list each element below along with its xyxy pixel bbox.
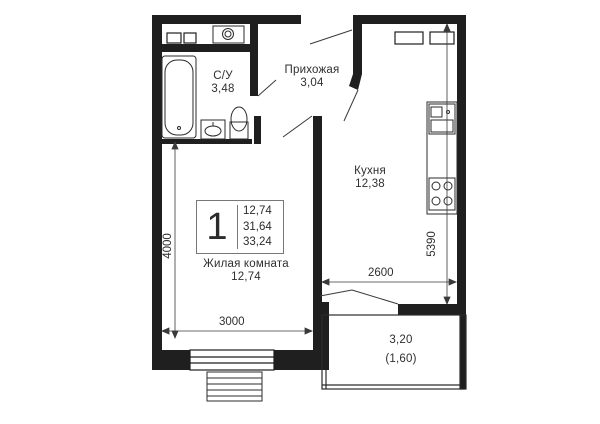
bathroom-name: С/У [213,70,233,82]
wall-bath-right-low [254,116,261,144]
bathroom-label: С/У 3,48 [198,70,248,96]
kitchen-counter [426,101,458,215]
hallway-area: 3,04 [300,77,324,89]
wall-top-left [152,15,301,24]
living-name: Жилая комната [203,258,289,270]
balcony-area: (1,60) [385,353,417,365]
hallway-label: Прихожая 3,04 [272,64,352,90]
rooms-count: 1 [206,206,228,248]
wall-bath-top [162,44,258,52]
windows [166,31,455,371]
wall-center-low [313,302,329,370]
wall-entry-bevel [349,74,362,90]
bath-door [257,79,277,97]
kitchen-sink-icon [428,103,456,135]
wall-center [313,116,322,311]
balcony [321,314,467,390]
bath-sink-icon [200,119,226,140]
window-kitchen [394,31,424,45]
living-area: 12,74 [231,271,261,283]
wall-bottom-left [152,350,190,370]
wall-left [152,15,162,370]
window-bath-2 [183,32,197,44]
walls [152,15,466,370]
dim-living-width: 3000 [219,316,245,328]
apartment-summary-badge: 1 12,74 31,64 33,24 [196,200,284,254]
balcony-name: 3,20 [389,334,413,346]
balcony-label: 3,20 (1,60) [376,334,426,366]
dim-kitchen-width: 2600 [368,267,394,279]
wall-kitchen-bottom-right [398,304,466,315]
kitchen-area: 12,38 [355,178,385,190]
door-lines [282,29,399,305]
badge-areas: 12,74 31,64 33,24 [243,204,272,251]
wall-right [457,15,466,315]
window-living [189,349,275,371]
wall-top-stub [290,15,301,24]
steps [206,371,263,402]
wall-bath-right [250,24,258,96]
wall-top-kitchen [353,15,466,24]
window-bath-1 [166,32,182,44]
stove-icon [428,177,456,211]
dimension-lines [160,22,458,340]
bathroom-area: 3,48 [211,83,235,95]
badge-divider [237,205,238,249]
dim-living-depth: 4000 [161,233,174,259]
total-area-with-balcony: 33,24 [243,236,272,248]
wall-bath-bottom [152,139,252,144]
toilet-icon [229,106,249,140]
wall-entry [353,24,362,74]
kitchen-label: Кухня 12,38 [340,165,400,191]
hallway-name: Прихожая [284,64,340,76]
total-area: 31,64 [243,220,272,233]
living-area-total: 12,74 [243,205,272,217]
bathtub-icon [161,55,197,139]
living-label: Жилая комната 12,74 [184,258,308,284]
kitchen-name: Кухня [354,165,386,177]
dim-kitchen-depth: 5390 [425,231,438,257]
wall-bottom-mid [274,350,320,370]
window-kitchen-2 [429,31,455,45]
washing-machine-icon [212,25,245,44]
